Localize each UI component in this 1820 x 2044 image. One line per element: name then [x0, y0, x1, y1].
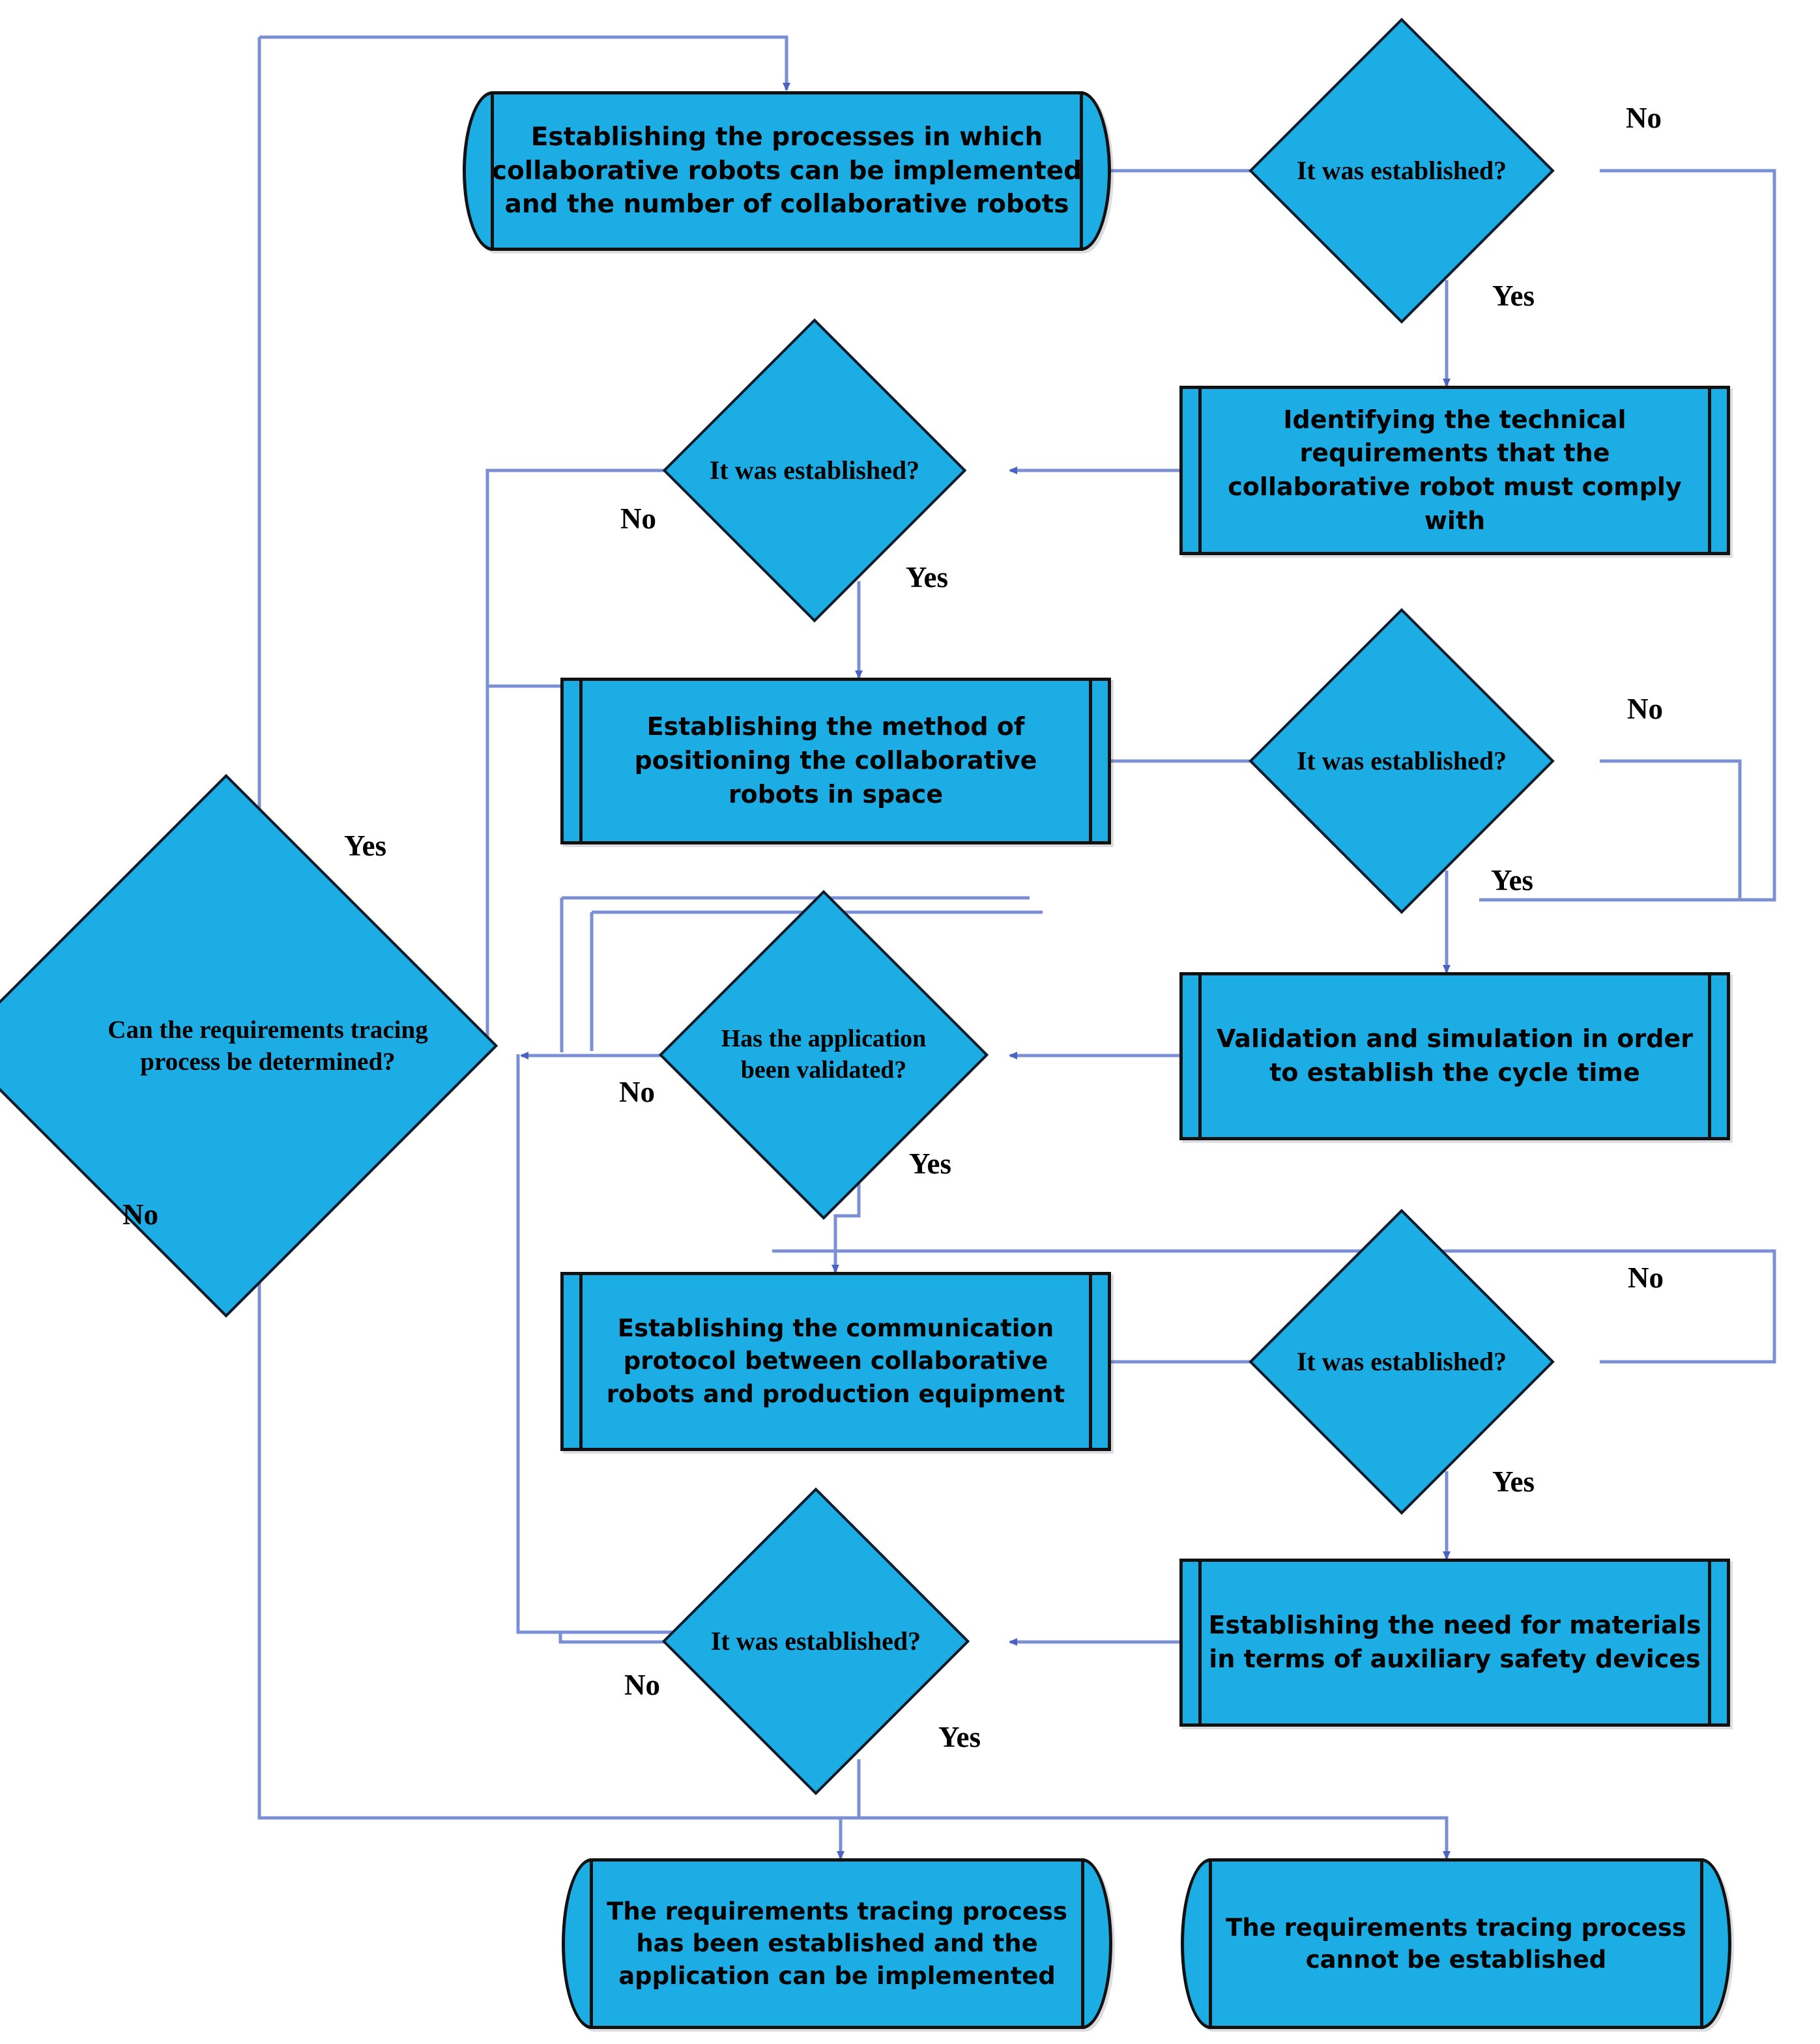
node-end-success[interactable]: The requirements tracing process has bee…	[562, 1858, 1112, 2029]
node-decision-3-label: It was established?	[1296, 745, 1507, 775]
node-communication-protocol[interactable]: Establishing the communication protocol …	[560, 1272, 1111, 1451]
node-decision-tracing-label: Can the requirements tracing process be …	[108, 1015, 428, 1076]
node-technical-requirements[interactable]: Identifying the technical requirements t…	[1179, 386, 1730, 555]
node-decision-2[interactable]: It was established?	[662, 318, 967, 623]
edge-label-d5-yes: Yes	[938, 1721, 981, 1753]
edge-tracing-no	[257, 1238, 1451, 1860]
edge-label-d2-yes: Yes	[906, 561, 948, 594]
edge-label-validated-no: No	[619, 1076, 655, 1108]
node-safety-materials-label: Establishing the need for materials in t…	[1208, 1611, 1701, 1673]
node-safety-materials[interactable]: Establishing the need for materials in t…	[1179, 1559, 1730, 1727]
node-validation-simulation-label: Validation and simulation in order to es…	[1217, 1024, 1693, 1087]
node-decision-tracing[interactable]: Can the requirements tracing process be …	[0, 773, 498, 1318]
edge-label-d2-no: No	[620, 502, 656, 535]
node-decision-5[interactable]: It was established?	[661, 1487, 970, 1796]
edge-label-d1-yes: Yes	[1492, 280, 1535, 312]
node-decision-validated-label: Has the application been validated?	[721, 1025, 927, 1084]
node-communication-protocol-label: Establishing the communication protocol …	[606, 1314, 1065, 1408]
edge-label-d1-no: No	[1626, 102, 1662, 134]
edge-label-d5-no: No	[624, 1669, 660, 1701]
edge-d5-yes	[837, 1759, 861, 1860]
node-technical-requirements-label: Identifying the technical requirements t…	[1228, 405, 1682, 535]
edge-d2-no	[485, 468, 707, 688]
rail-d	[516, 1054, 710, 1634]
edge-label-d4-yes: Yes	[1492, 1465, 1535, 1498]
node-validation-simulation[interactable]: Validation and simulation in order to es…	[1179, 972, 1730, 1140]
node-end-failure[interactable]: The requirements tracing process cannot …	[1181, 1858, 1731, 2029]
edge-loopback-to-start	[259, 35, 790, 91]
node-start-processes[interactable]: Establishing the processes in which coll…	[463, 91, 1111, 251]
edge-label-tracing-no: No	[123, 1198, 158, 1231]
node-decision-2-label: It was established?	[709, 455, 920, 485]
node-decision-1-label: It was established?	[1296, 155, 1507, 185]
node-positioning-method[interactable]: Establishing the method of positioning t…	[560, 678, 1111, 844]
node-decision-3[interactable]: It was established?	[1249, 608, 1555, 914]
node-decision-1[interactable]: It was established?	[1249, 18, 1555, 324]
edge-label-tracing-yes: Yes	[344, 829, 386, 862]
node-positioning-method-label: Establishing the method of positioning t…	[634, 712, 1037, 809]
edge-d4-no	[772, 1249, 1776, 1364]
node-end-failure-label: The requirements tracing process cannot …	[1226, 1913, 1686, 1974]
node-start-processes-label: Establishing the processes in which coll…	[491, 122, 1082, 220]
node-decision-4[interactable]: It was established?	[1249, 1209, 1555, 1515]
edge-d5-no	[558, 1632, 707, 1644]
node-end-success-label: The requirements tracing process has bee…	[607, 1897, 1067, 1990]
node-decision-validated[interactable]: Has the application been validated?	[658, 889, 989, 1220]
edge-label-validated-yes: Yes	[909, 1147, 951, 1180]
edge-label-d3-yes: Yes	[1491, 864, 1533, 897]
edge-d3-no	[1479, 759, 1742, 902]
edge-validated-yes	[831, 1179, 861, 1273]
node-decision-5-label: It was established?	[710, 1626, 921, 1656]
edge-label-d4-no: No	[1628, 1261, 1664, 1294]
node-decision-4-label: It was established?	[1296, 1346, 1507, 1376]
edge-label-d3-no: No	[1627, 693, 1663, 725]
